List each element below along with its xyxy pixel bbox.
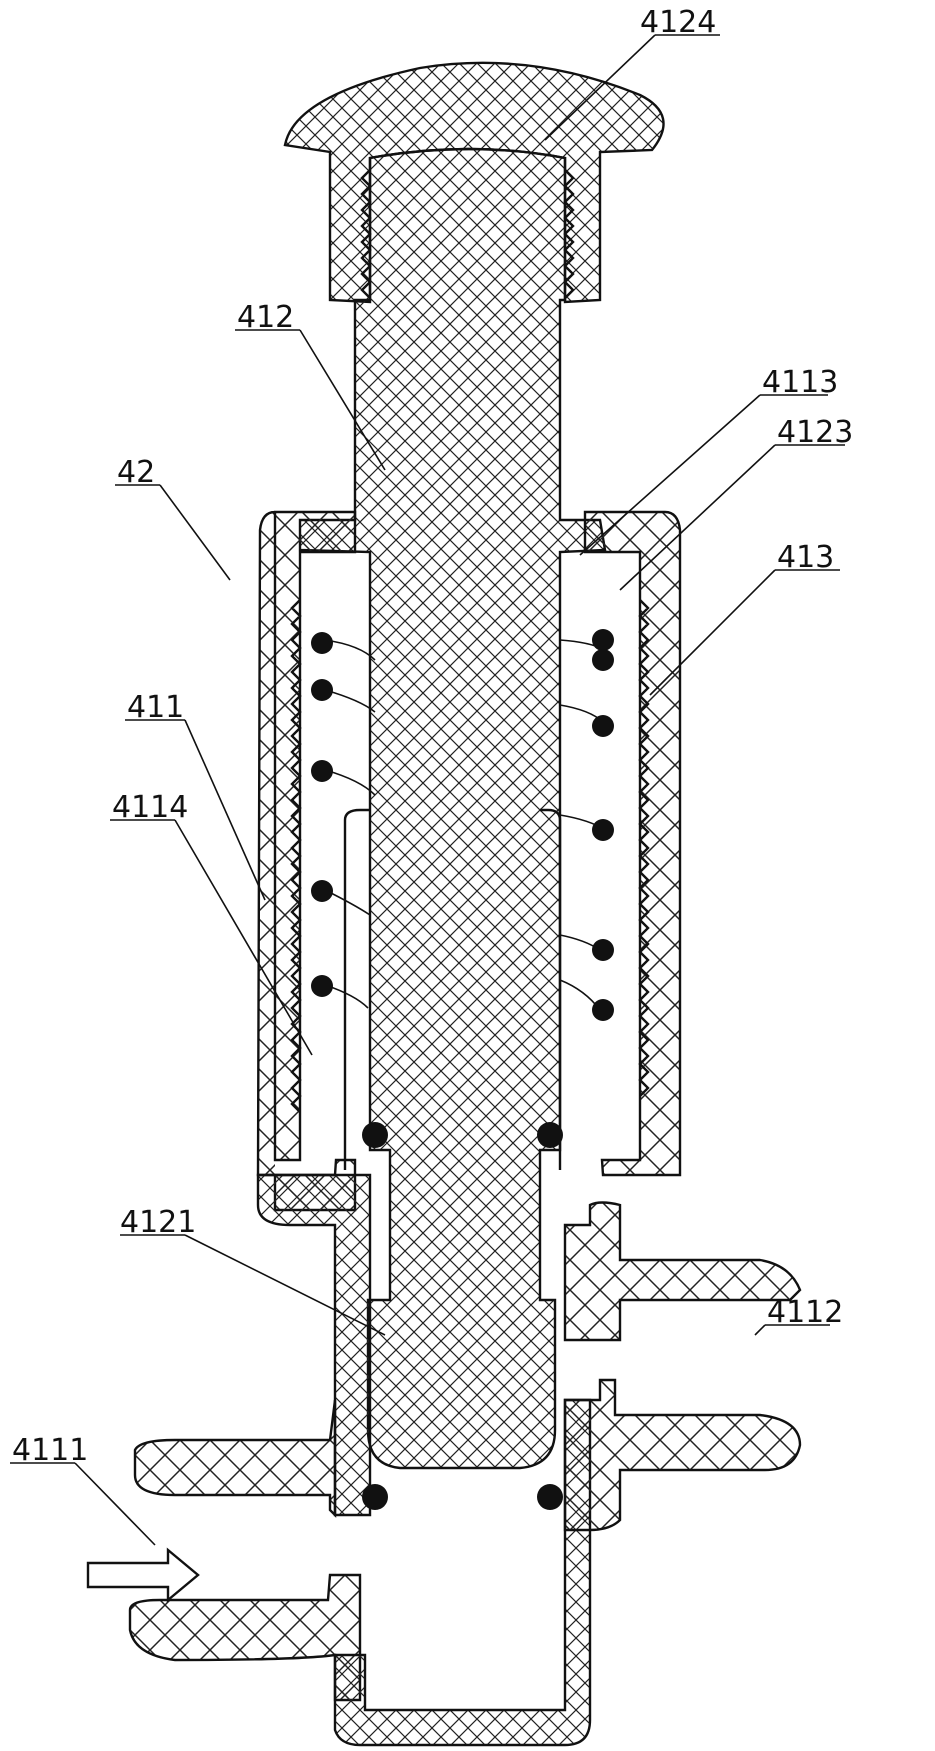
label-4112: 4112 bbox=[767, 1295, 843, 1330]
label-4114: 4114 bbox=[112, 790, 188, 825]
inlet-lower-flange bbox=[130, 1575, 360, 1700]
label-42: 42 bbox=[117, 455, 155, 490]
label-4121: 4121 bbox=[120, 1205, 196, 1240]
spring-right bbox=[560, 629, 614, 1021]
inlet-flow-arrow bbox=[88, 1550, 198, 1600]
outlet-upper-flange bbox=[565, 1203, 800, 1341]
outer-sleeve bbox=[258, 512, 355, 1210]
label-4113: 4113 bbox=[762, 365, 838, 400]
label-411: 411 bbox=[127, 690, 184, 725]
label-413: 413 bbox=[777, 540, 834, 575]
spring-left bbox=[311, 632, 375, 1008]
label-4123: 4123 bbox=[777, 415, 853, 450]
label-4111: 4111 bbox=[12, 1433, 88, 1468]
outer-sleeve-right bbox=[585, 512, 680, 1175]
outlet-lower-flange bbox=[565, 1380, 800, 1530]
label-4124: 4124 bbox=[640, 5, 716, 40]
label-412: 412 bbox=[237, 300, 294, 335]
inlet-upper-flange bbox=[135, 1400, 335, 1515]
